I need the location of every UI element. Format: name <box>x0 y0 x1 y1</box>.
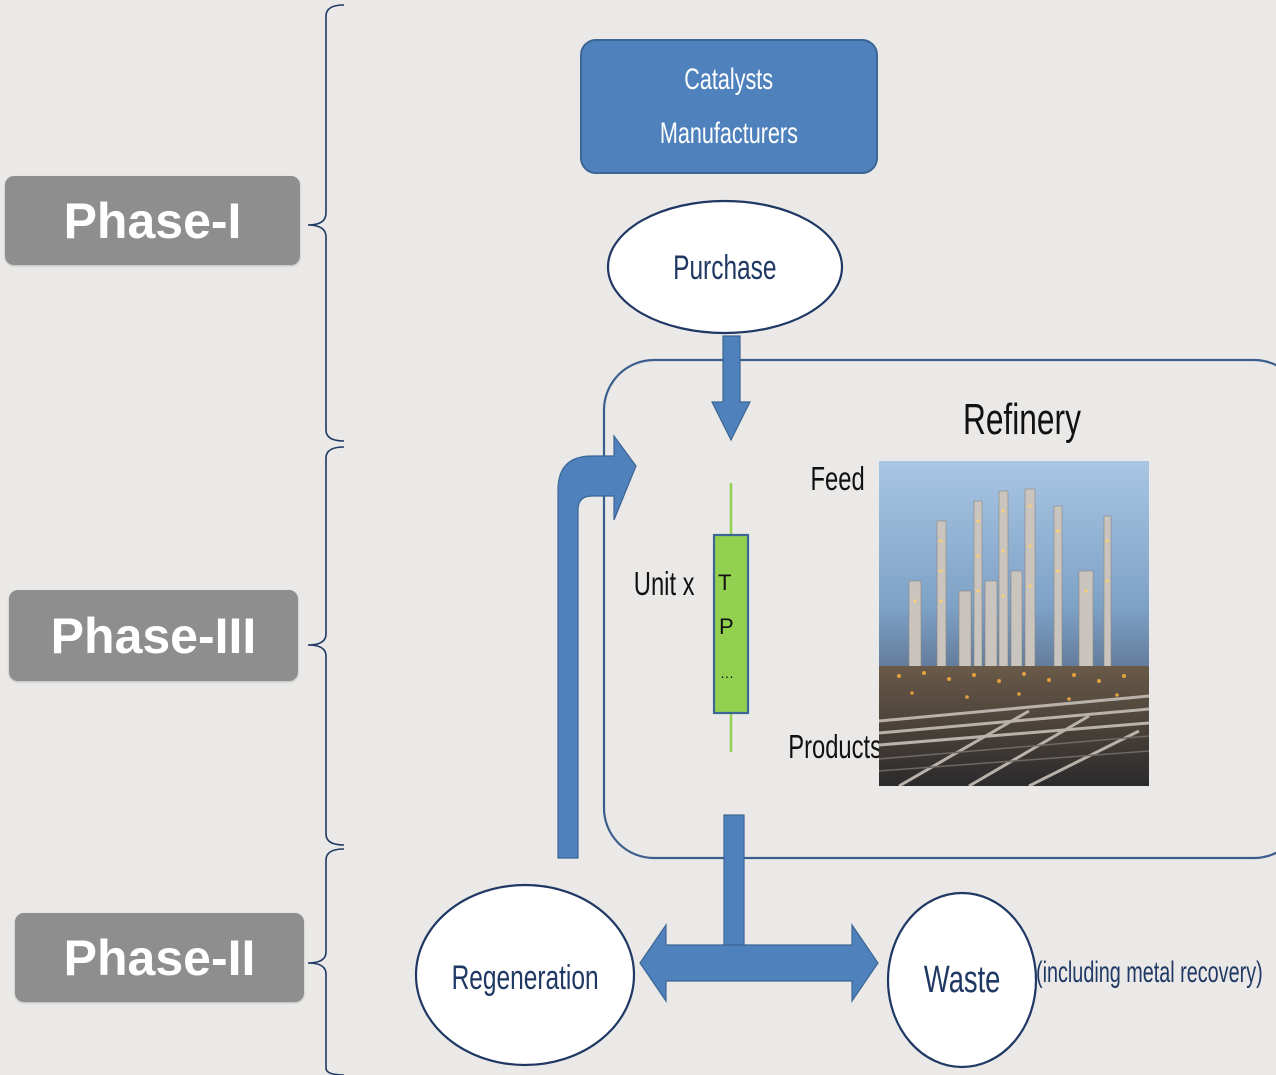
regeneration-label-wrap: Regeneration <box>416 953 634 1003</box>
refinery-photo-drawing <box>879 461 1149 786</box>
refinery-photo <box>879 461 1149 786</box>
regeneration-label: Regeneration <box>451 958 599 997</box>
products-label: Products <box>788 728 883 765</box>
return-arrow <box>557 434 637 859</box>
unit-dots-label: … <box>720 665 734 681</box>
regeneration-ellipse <box>414 883 636 1067</box>
purchase-label-wrap: Purchase <box>608 243 842 293</box>
waste-note-wrap: (including metal recovery) <box>1036 958 1266 988</box>
phase-1-label: Phase-I <box>5 176 300 265</box>
split-double-arrow <box>639 923 879 1003</box>
purchase-down-arrow <box>711 335 751 442</box>
refinery-title: Refinery <box>962 395 1081 444</box>
brace-phase-3 <box>307 446 345 846</box>
brace-phase-2 <box>307 848 345 1075</box>
unit-p-label: P <box>719 614 734 639</box>
manufacturers-label: Manufacturers <box>659 116 799 150</box>
unit-x-label-wrap: Unit x <box>622 565 695 602</box>
feed-label: Feed <box>810 460 865 497</box>
feed-label-wrap: Feed <box>800 462 868 495</box>
waste-label-wrap: Waste <box>888 955 1036 1005</box>
phase-3-label: Phase-III <box>9 590 298 681</box>
products-label-wrap: Products <box>770 730 882 763</box>
phase-braces <box>307 4 345 1075</box>
catalysts-manufacturers-box: Catalysts Manufacturers <box>580 39 878 174</box>
purchase-ellipse <box>606 199 844 335</box>
brace-phase-1 <box>307 4 345 442</box>
refinery-title-wrap: Refinery <box>940 398 1081 442</box>
catalysts-label: Catalysts <box>684 62 774 96</box>
output-stem <box>723 814 745 946</box>
phase-2-label: Phase-II <box>15 913 304 1002</box>
waste-ellipse <box>886 891 1038 1069</box>
unit-x-box <box>712 533 750 715</box>
refinery-boundary <box>602 358 1276 860</box>
waste-label: Waste <box>923 958 1001 1001</box>
purchase-label: Purchase <box>673 248 777 287</box>
unit-t-label: T <box>718 570 732 595</box>
unit-x-label: Unit x <box>633 565 695 602</box>
waste-note: (including metal recovery) <box>1036 956 1263 989</box>
